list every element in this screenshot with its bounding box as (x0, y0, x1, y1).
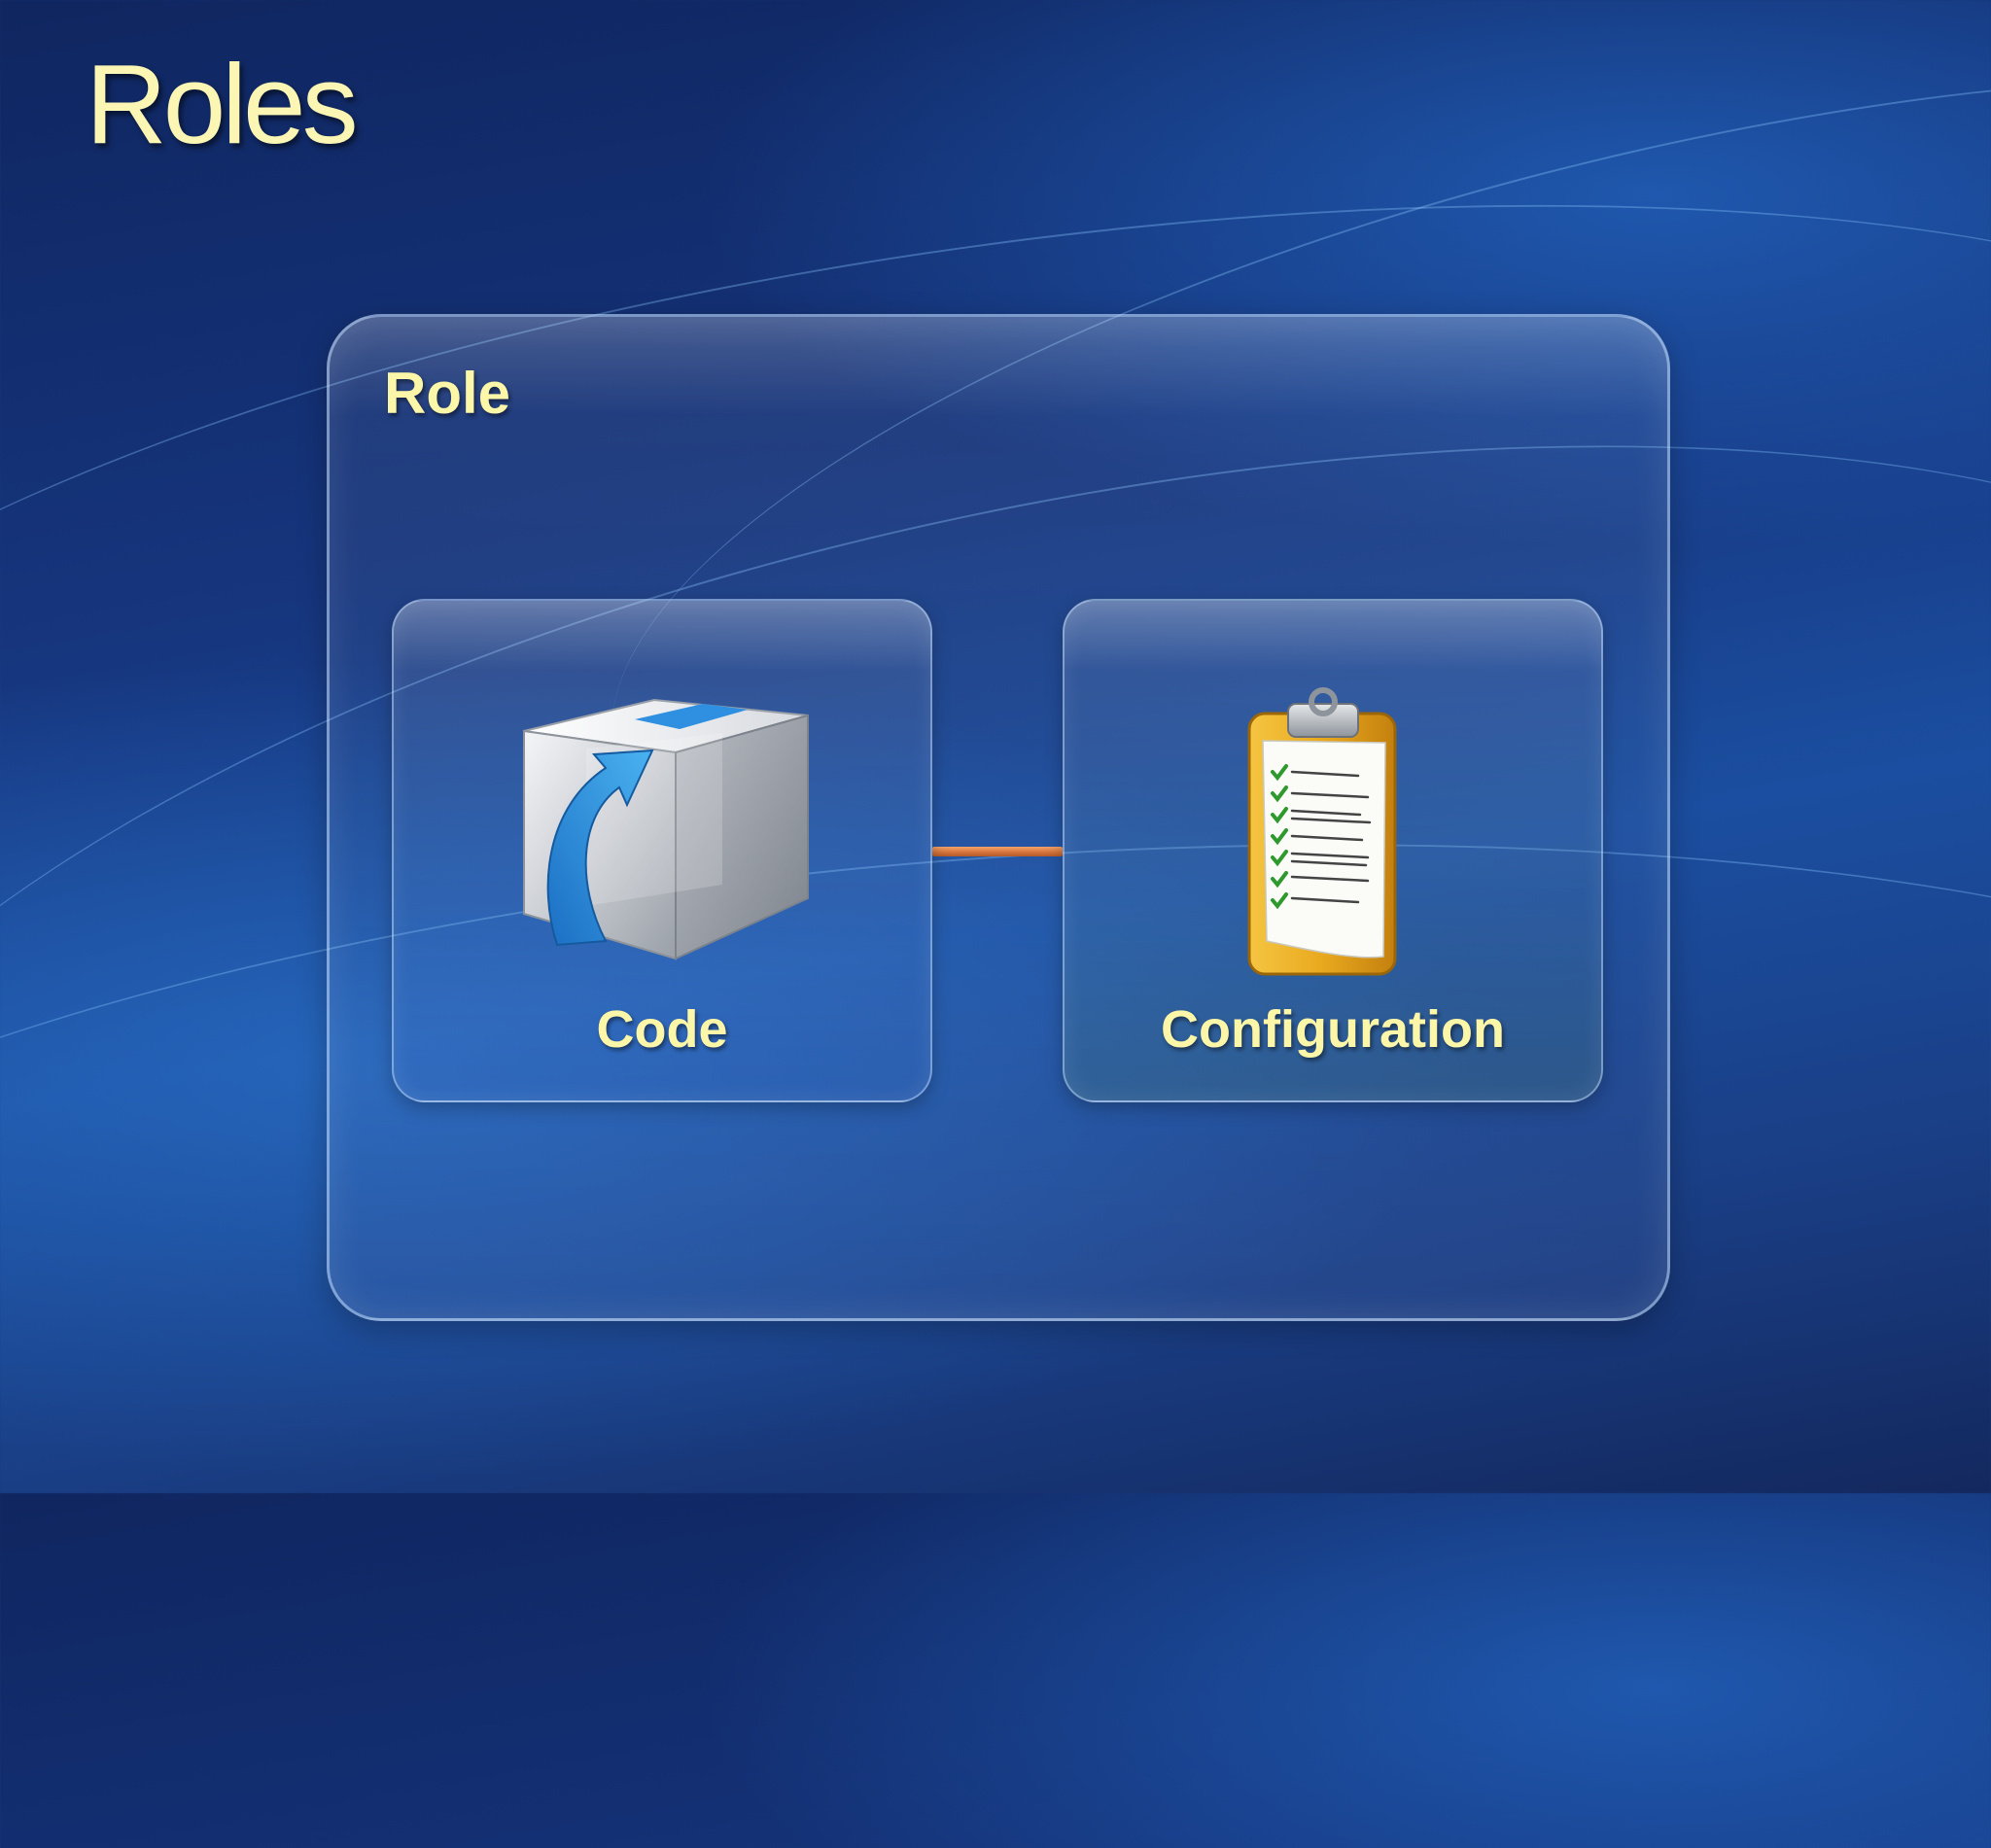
slide-title: Roles (86, 41, 359, 167)
clipboard-checklist-icon (1247, 687, 1397, 976)
code-label: Code (596, 1000, 728, 1059)
connector-line (932, 847, 1063, 856)
package-box-icon (523, 698, 809, 960)
configuration-card: Configuration (1063, 599, 1603, 1102)
role-container: Role (327, 314, 1670, 1321)
code-card: Code (392, 599, 932, 1102)
role-label: Role (384, 361, 511, 426)
configuration-label: Configuration (1161, 1000, 1505, 1059)
